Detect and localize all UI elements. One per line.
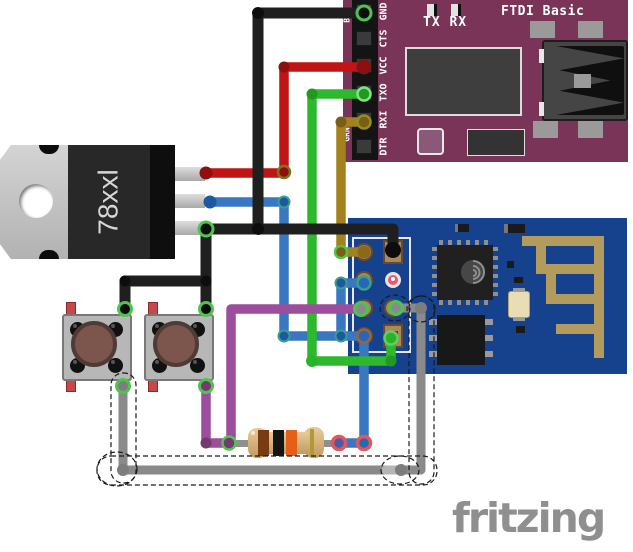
- crystal: [508, 291, 530, 318]
- button-pin[interactable]: [108, 358, 123, 373]
- resistor-10k[interactable]: [225, 425, 345, 461]
- ftdi-reset-pad: [417, 128, 444, 155]
- usb-mount-pad: [578, 121, 603, 138]
- button-cap[interactable]: [71, 321, 117, 367]
- resistor-band-orange: [286, 430, 297, 456]
- regulator-body: 78xxl: [68, 145, 150, 259]
- connection-marker: [278, 61, 290, 73]
- ftdi-pin-cts[interactable]: [356, 31, 372, 46]
- regulator-leg-3[interactable]: [173, 221, 205, 235]
- connection-marker: [395, 464, 407, 476]
- ftdi-pin-label-cts: CTS: [378, 29, 390, 48]
- selection-marquee: [110, 372, 137, 484]
- ftdi-pin-txo[interactable]: [356, 85, 372, 100]
- connection-marker: [200, 275, 212, 287]
- ftdi-pin-gnd[interactable]: [356, 4, 372, 19]
- usb-mount-pad: [533, 121, 558, 138]
- connection-marker: [276, 164, 292, 180]
- crystal-tab: [513, 317, 525, 321]
- esp8266-chip: [432, 240, 498, 305]
- fritzing-watermark: fritzing: [452, 494, 606, 542]
- resistor-lead: [322, 440, 342, 447]
- ftdi-smd-component: [467, 129, 525, 156]
- espressif-spiral-logo-icon: [461, 260, 485, 284]
- connection-marker: [355, 434, 373, 452]
- connection-marker: [277, 195, 291, 209]
- connection-marker: [252, 223, 264, 235]
- tx-rx-label: TX RX: [423, 15, 468, 30]
- connection-marker: [333, 244, 349, 260]
- regulator-mount-hole: [19, 184, 53, 218]
- selection-marquee: [96, 451, 138, 487]
- esp-pin-chpd[interactable]: [355, 327, 373, 345]
- regulator-leg-1[interactable]: [173, 167, 205, 181]
- usb-mount-pad: [578, 21, 603, 38]
- regulator-label: 78xxl: [93, 169, 124, 235]
- esp-pin-gpio2[interactable]: [384, 299, 402, 317]
- antenna-trace: [546, 294, 594, 304]
- connection-marker: [200, 437, 212, 449]
- mini-usb-connector-icon: [539, 40, 628, 121]
- esp-smd: [516, 326, 525, 333]
- button-cap[interactable]: [153, 321, 199, 367]
- crystal-tab: [513, 288, 525, 292]
- resistor-band-black: [273, 430, 284, 456]
- connection-marker: [306, 88, 318, 100]
- connection-marker: [252, 7, 264, 19]
- connection-marker: [306, 355, 318, 367]
- resistor-band-gold: [310, 429, 314, 456]
- ftdi-pin-label-rxi: RXI: [378, 110, 390, 129]
- pushbutton-1[interactable]: [62, 302, 132, 392]
- esp-power-led-icon: [385, 272, 401, 288]
- connection-marker: [277, 329, 291, 343]
- esp-pin-txd[interactable]: [383, 324, 403, 348]
- voltage-regulator-78xx[interactable]: 78xxl: [0, 145, 210, 259]
- usb-mount-pad: [530, 21, 555, 38]
- regulator-leg-2[interactable]: [173, 194, 205, 208]
- connection-marker: [334, 329, 348, 343]
- ftdi-title: FTDI Basic: [501, 4, 585, 19]
- esp-smd: [507, 261, 514, 268]
- ftdi-pin-rxi[interactable]: [356, 112, 372, 127]
- rx-led-icon: [451, 4, 461, 16]
- antenna-trace: [556, 324, 594, 334]
- esp8266-module[interactable]: [348, 218, 627, 374]
- antenna-trace: [522, 236, 602, 246]
- esp-pin-rxi[interactable]: [355, 243, 373, 261]
- ftdi-pin-vcc[interactable]: [356, 58, 372, 73]
- esp-pin-vcc[interactable]: [355, 271, 373, 289]
- wire-purple-button2-to-resistor[interactable]: [201, 381, 232, 448]
- ftdi-pin-dtr[interactable]: [356, 139, 372, 154]
- antenna-trace: [536, 246, 546, 274]
- button-pin[interactable]: [190, 358, 205, 373]
- ftdi-pin-label-dtr: DTR: [378, 137, 390, 156]
- ftdi-pin-label-gnd: GND: [378, 2, 390, 21]
- connection-marker: [117, 464, 129, 476]
- selection-marquee: [380, 455, 420, 485]
- ftdi-chip: [405, 47, 522, 116]
- esp-pin-gpio0[interactable]: [355, 299, 373, 317]
- esp-pin-gnd[interactable]: [383, 240, 403, 264]
- antenna-trace: [546, 264, 594, 274]
- antenna-trace: [594, 236, 604, 358]
- wire-purple-resistor-to-esp[interactable]: [226, 304, 365, 448]
- flash-chip: [429, 315, 493, 365]
- wire-black-to-button1[interactable]: [119, 275, 211, 315]
- connection-marker: [198, 378, 214, 394]
- connection-marker: [334, 276, 348, 290]
- tx-led-icon: [427, 4, 437, 16]
- regulator-edge: [150, 145, 175, 259]
- connection-marker: [115, 378, 131, 394]
- resistor-band-brown: [258, 430, 269, 456]
- ftdi-pin-label-vcc: VCC: [378, 56, 390, 75]
- antenna-trace: [546, 264, 556, 304]
- pushbutton-2[interactable]: [144, 302, 214, 392]
- esp-smd: [514, 277, 523, 283]
- esp-smd: [504, 224, 525, 233]
- wire-blue-regulator-to-esp[interactable]: [205, 197, 367, 341]
- esp-smd: [455, 224, 469, 232]
- ftdi-pin-label-txo: TXO: [378, 83, 390, 102]
- connection-marker: [119, 275, 131, 287]
